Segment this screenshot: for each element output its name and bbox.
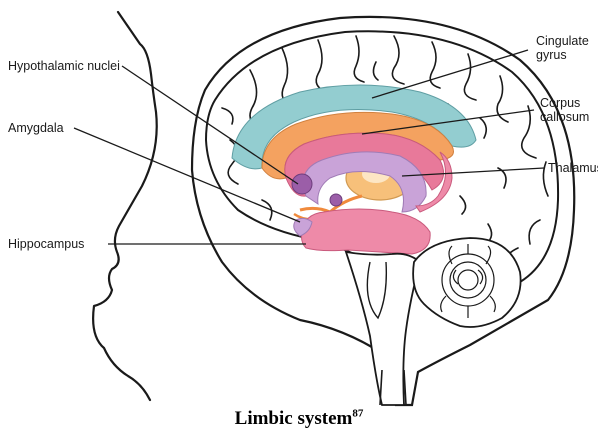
label-cingulate-gyrus: Cingulate gyrus	[536, 34, 589, 62]
mammillary-body	[330, 194, 342, 206]
label-hypothalamic-nuclei: Hypothalamic nuclei	[8, 59, 120, 73]
label-thalamus: Thalamus	[548, 161, 598, 175]
figure-caption: Limbic system87	[0, 408, 598, 430]
brainstem	[346, 252, 420, 405]
label-hippocampus: Hippocampus	[8, 237, 84, 251]
cerebellum	[413, 238, 521, 327]
hypothalamic-nuclei	[292, 174, 312, 194]
label-amygdala: Amygdala	[8, 121, 64, 135]
caption-text: Limbic system	[235, 408, 353, 429]
caption-superscript: 87	[352, 408, 363, 420]
label-corpus-callosum: Corpus callosum	[540, 96, 589, 124]
